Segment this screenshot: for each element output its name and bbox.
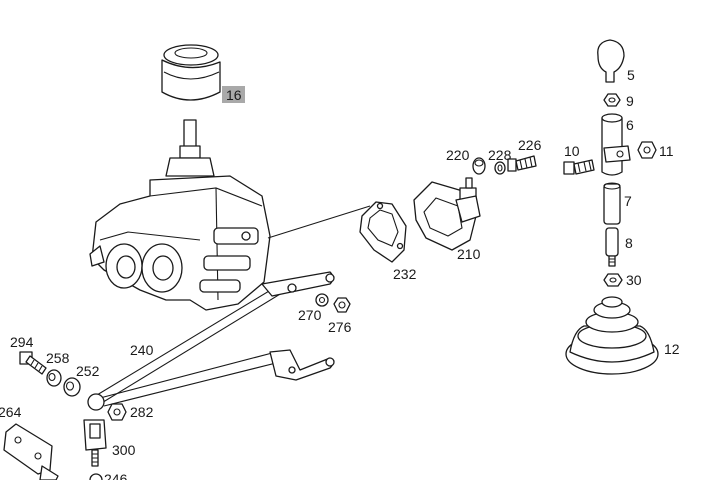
part-30-nut [603, 273, 623, 287]
part-294-bolt [19, 351, 47, 375]
part-12-gaiter [565, 296, 659, 375]
label-270: 270 [298, 307, 322, 323]
label-300: 300 [112, 442, 136, 458]
label-232: 232 [393, 266, 417, 282]
label-258: 258 [46, 350, 70, 366]
label-220: 220 [446, 147, 470, 163]
label-16-highlight [222, 86, 245, 103]
label-7: 7 [624, 193, 632, 209]
part-210-housing [413, 177, 481, 251]
part-226-bolt [507, 155, 537, 172]
part-246-washer [89, 473, 103, 480]
leader-line [267, 205, 371, 239]
label-228: 228 [488, 147, 512, 163]
part-270-washer [315, 293, 329, 307]
label-5: 5 [627, 67, 635, 83]
part-228-washer [494, 161, 506, 175]
part-300-clevis [83, 419, 107, 467]
part-258-bushing [46, 369, 62, 387]
label-246: 246 [104, 471, 128, 480]
part-264-bracket [3, 423, 59, 480]
part-232-gasket [359, 201, 407, 263]
label-9: 9 [626, 93, 634, 109]
part-276-nut [333, 297, 351, 313]
part-10-bolt [563, 159, 595, 175]
label-10: 10 [564, 143, 580, 159]
part-5-knob [597, 39, 625, 83]
label-226: 226 [518, 137, 542, 153]
label-6: 6 [626, 117, 634, 133]
part-282-nut [107, 403, 127, 421]
label-240: 240 [130, 342, 154, 358]
part-252-bushing [63, 377, 81, 397]
part-7-tube [603, 182, 621, 225]
label-16: 16 [226, 87, 242, 103]
gearbox-housing [89, 119, 271, 311]
label-276: 276 [328, 319, 352, 335]
label-30: 30 [626, 272, 642, 288]
part-8-pin [605, 227, 619, 267]
part-6-sleeve [601, 113, 631, 176]
label-210: 210 [457, 246, 481, 262]
label-282: 282 [130, 404, 154, 420]
linkage-rods [87, 271, 335, 411]
part-16-boot [161, 44, 221, 101]
label-11: 11 [659, 143, 674, 159]
label-8: 8 [625, 235, 633, 251]
part-9-nut [603, 93, 621, 107]
label-294: 294 [10, 334, 34, 350]
label-252: 252 [76, 363, 100, 379]
part-11-nut [637, 141, 657, 159]
label-12: 12 [664, 341, 680, 357]
label-264: 264 [0, 404, 22, 420]
part-220-sleeve [472, 157, 486, 175]
